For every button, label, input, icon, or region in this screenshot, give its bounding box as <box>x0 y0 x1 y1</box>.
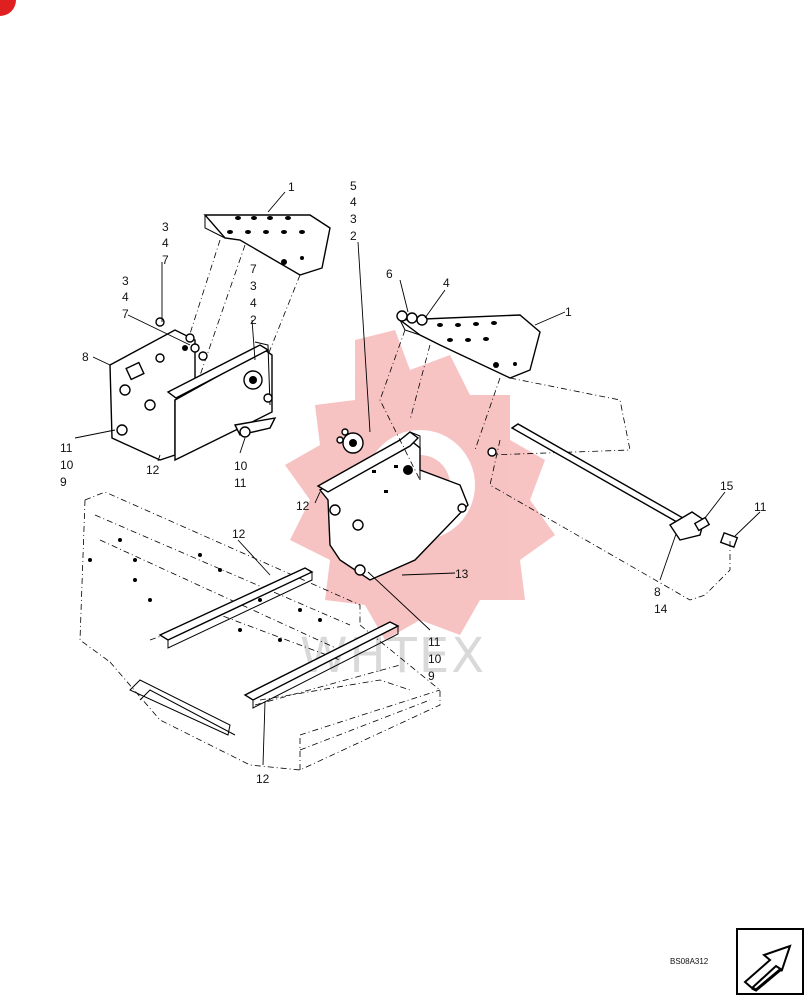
callout-label: 4 <box>250 296 257 310</box>
left-bracket <box>109 317 277 462</box>
top-shield-right <box>396 310 541 379</box>
callout-label: 4 <box>122 290 129 304</box>
callout-label: 8 <box>82 350 89 364</box>
rail-upper <box>158 567 314 649</box>
callout-labels: 1 3 4 7 3 4 7 7 3 4 2 5 4 3 2 8 11 10 9 … <box>60 179 767 786</box>
callout-label: 9 <box>428 669 435 683</box>
callout-label: 7 <box>162 253 169 267</box>
callout-label: 11 <box>428 635 441 649</box>
callout-label: 10 <box>60 458 74 472</box>
callout-label: 3 <box>250 279 257 293</box>
callout-label: 2 <box>350 229 357 243</box>
callout-label: 12 <box>146 463 160 477</box>
callout-label: 11 <box>754 500 767 514</box>
callout-label: 12 <box>296 499 310 513</box>
callout-label: 10 <box>428 652 442 666</box>
callout-label: 3 <box>122 274 129 288</box>
callout-label: 4 <box>162 236 169 250</box>
callout-label: 12 <box>256 772 270 786</box>
callout-label: 1 <box>288 180 295 194</box>
callout-label: 7 <box>122 307 129 321</box>
leader-lines <box>74 191 761 766</box>
drawing-reference: BS08A312 <box>670 957 709 966</box>
rail-lower <box>243 621 400 709</box>
callout-label: 5 <box>350 179 357 193</box>
callout-label: 4 <box>350 195 357 209</box>
callout-label: 4 <box>443 276 450 290</box>
callout-label: 14 <box>654 602 668 616</box>
callout-label: 3 <box>162 220 169 234</box>
forward-arrow-icon <box>736 928 804 995</box>
callout-label: 13 <box>455 567 469 581</box>
callout-label: 8 <box>654 585 661 599</box>
rod-assembly <box>489 423 739 601</box>
callout-label: 9 <box>60 475 67 489</box>
callout-label: 3 <box>350 212 357 226</box>
callout-label: 15 <box>720 479 734 493</box>
center-bracket <box>316 428 469 581</box>
callout-label: 1 <box>565 305 572 319</box>
callout-label: 12 <box>232 527 246 541</box>
callout-label: 2 <box>250 313 257 327</box>
callout-label: 7 <box>250 262 257 276</box>
center-bolt <box>487 447 497 457</box>
badge-icon <box>0 0 16 16</box>
callout-label: 6 <box>386 267 393 281</box>
floor-frame <box>79 491 441 771</box>
top-shield-left <box>203 214 331 276</box>
callout-label: 11 <box>234 476 247 490</box>
callout-label: 11 <box>60 441 73 455</box>
callout-label: 10 <box>234 459 248 473</box>
